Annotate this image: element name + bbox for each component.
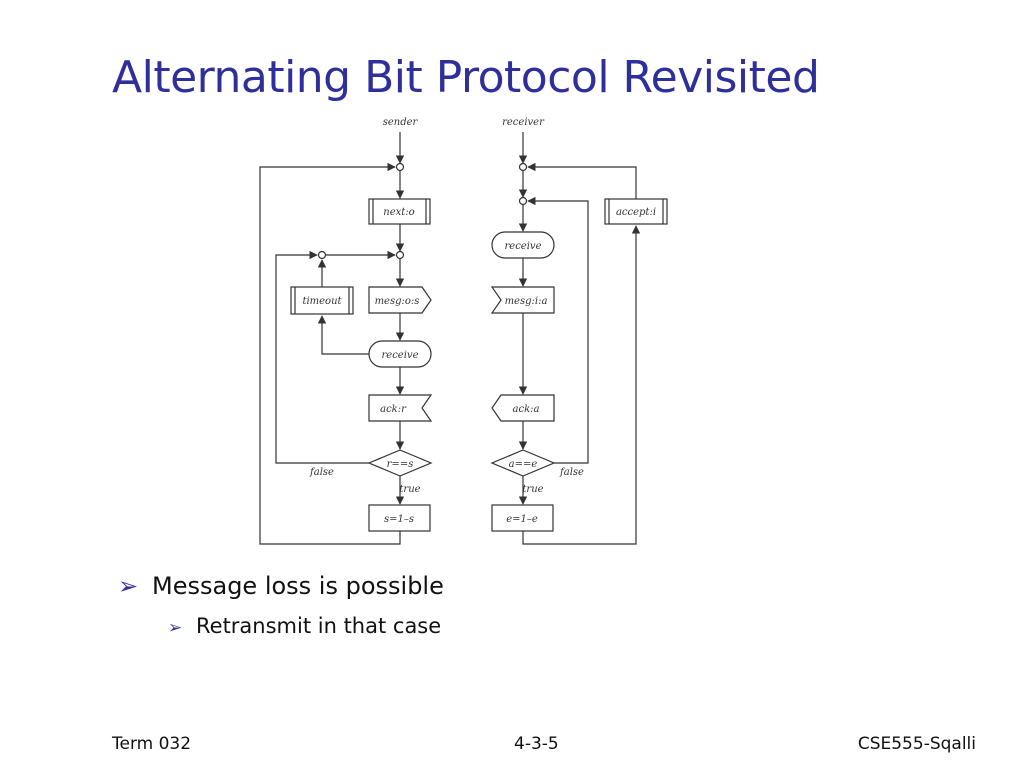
receiver-accept-text: accept:i bbox=[616, 207, 656, 218]
receiver-ack-text: ack:a bbox=[513, 404, 540, 415]
receiver-false-loop bbox=[527, 196, 589, 464]
sender-ack-text: ack:r bbox=[380, 404, 407, 415]
receiver-label: receiver bbox=[502, 117, 545, 128]
receiver-mesg-text: mesg:i:a bbox=[505, 296, 548, 307]
sender-false-loop bbox=[275, 250, 369, 464]
receiver-false-label: false bbox=[559, 467, 584, 478]
sender-false-label: false bbox=[309, 467, 334, 478]
sub-bullet-item: ➢ Retransmit in that case bbox=[168, 614, 441, 638]
sender-true-label: true bbox=[399, 484, 420, 495]
sender-timeout-box: timeout bbox=[290, 286, 354, 315]
receiver-receive-text: receive bbox=[505, 241, 542, 252]
sender-receive-to-timeout bbox=[317, 315, 369, 355]
sender-mesg-shape: mesg:o:s bbox=[368, 286, 432, 314]
bullet-text: Message loss is possible bbox=[152, 572, 444, 600]
sender-merge-top bbox=[395, 162, 405, 172]
slide-title: Alternating Bit Protocol Revisited bbox=[112, 52, 820, 103]
sender-label: sender bbox=[383, 117, 419, 128]
receiver-assign-box: e=1–e bbox=[491, 504, 554, 532]
sub-bullet-text: Retransmit in that case bbox=[196, 614, 442, 638]
receiver-accept-box: accept:i bbox=[604, 198, 668, 225]
receiver-ack-shape: ack:a bbox=[491, 394, 555, 422]
sender-assign-text: s=1–s bbox=[384, 514, 414, 525]
sender-merge-mid bbox=[395, 250, 405, 260]
sender-decision-text: r==s bbox=[387, 459, 414, 470]
receiver-merge-top bbox=[518, 162, 528, 172]
receiver-loop-to-accept bbox=[522, 225, 641, 545]
receiver-true-label: true bbox=[522, 484, 543, 495]
sender-ack-shape: ack:r bbox=[368, 394, 433, 422]
sender-receive-text: receive bbox=[382, 350, 419, 361]
footer-term: Term 032 bbox=[112, 734, 192, 754]
receiver-mesg-shape: mesg:i:a bbox=[490, 286, 555, 314]
receiver-merge-mid bbox=[518, 196, 528, 206]
footer-page-number: 4-3-5 bbox=[514, 734, 559, 754]
arrow-bullet-icon: ➢ bbox=[118, 572, 139, 600]
receiver-accept-to-top bbox=[527, 162, 637, 199]
receiver-decision-text: a==e bbox=[509, 459, 538, 470]
sender-assign-box: s=1–s bbox=[368, 504, 431, 532]
receiver-receive-shape: receive bbox=[491, 231, 555, 259]
sender-next-box: next:o bbox=[368, 198, 431, 225]
bullet-item: ➢ Message loss is possible bbox=[118, 572, 444, 600]
sender-mesg-text: mesg:o:s bbox=[375, 296, 420, 307]
receiver-decision-diamond: a==e bbox=[490, 449, 556, 477]
sender-next-text: next:o bbox=[383, 207, 414, 218]
sender-outer-loop bbox=[259, 162, 401, 545]
sender-merge-timeout bbox=[317, 250, 327, 260]
sender-decision-diamond: r==s bbox=[367, 449, 433, 477]
sender-receive-shape: receive bbox=[368, 340, 432, 368]
footer-course: CSE555-Sqalli bbox=[857, 734, 976, 754]
receiver-assign-text: e=1–e bbox=[506, 514, 538, 525]
arrow-bullet-icon: ➢ bbox=[168, 618, 183, 638]
sender-timeout-text: timeout bbox=[302, 296, 342, 307]
